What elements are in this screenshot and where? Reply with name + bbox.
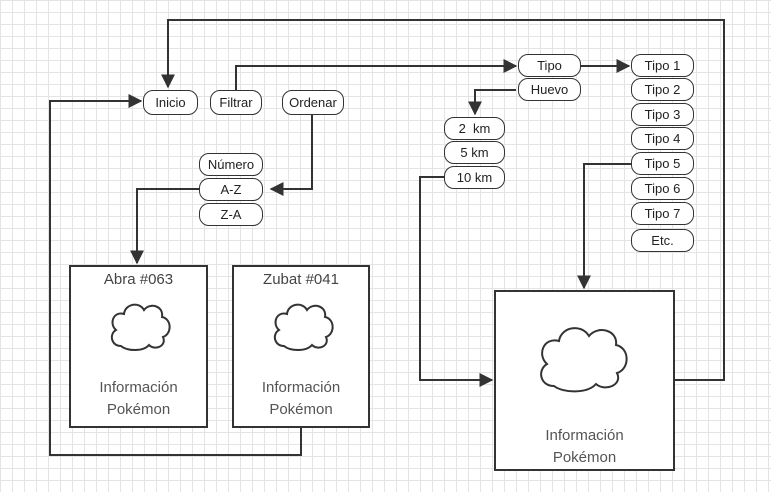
pokemon-card-info: Información Pokémon [234, 377, 368, 421]
type-option[interactable]: Tipo 3 [631, 103, 694, 126]
pokemon-card-title: Abra #063 [103, 271, 174, 288]
arrow-filtrar-to-tipo [235, 59, 518, 90]
ordenar-button[interactable]: Ordenar [282, 90, 344, 115]
detail-info-line1: Información [545, 427, 624, 444]
pokemon-card-title: Zubat #041 [263, 271, 339, 288]
sort-numero-option[interactable]: Número [199, 153, 263, 176]
arrow-huevo-to-distances [468, 89, 516, 116]
type-option[interactable]: Tipo 4 [631, 127, 694, 150]
distance-option[interactable]: 5 km [444, 141, 505, 164]
card-info-line1: Información [99, 379, 178, 396]
detail-info-line2: Pokémon [552, 449, 617, 466]
arrow-sort-to-cards [130, 188, 199, 265]
card-info-line2: Pokémon [106, 401, 171, 418]
type-option[interactable]: Etc. [631, 229, 694, 252]
pokemon-card-info: Información Pokémon [71, 377, 206, 421]
distance-option[interactable]: 2 km [444, 117, 505, 140]
cloud-icon [540, 327, 628, 393]
arrow-type-to-detail [577, 163, 631, 290]
type-option[interactable]: Tipo 2 [631, 78, 694, 101]
arrow-distance-to-detail [419, 176, 494, 387]
inicio-button[interactable]: Inicio [143, 90, 198, 115]
arrow-ordenar-to-sort [269, 115, 313, 196]
pokemon-card[interactable]: Abra #063 Información Pokémon [69, 265, 208, 428]
cloud-icon [110, 303, 171, 351]
detail-info: Información Pokémon [496, 425, 673, 469]
type-option[interactable]: Tipo 6 [631, 177, 694, 200]
filtrar-button[interactable]: Filtrar [210, 90, 262, 115]
arrow-cards-to-inicio [49, 94, 302, 456]
filter-tipo-button[interactable]: Tipo [518, 54, 581, 77]
distance-option[interactable]: 10 km [444, 166, 505, 189]
arrow-detail-to-inicio [161, 19, 725, 381]
card-info-line2: Pokémon [269, 401, 333, 418]
sort-az-option[interactable]: A-Z [199, 178, 263, 201]
sort-za-option[interactable]: Z-A [199, 203, 263, 226]
filter-huevo-button[interactable]: Huevo [518, 78, 581, 101]
type-option[interactable]: Tipo 1 [631, 54, 694, 77]
pokemon-card[interactable]: Zubat #041 Información Pokémon [232, 265, 370, 428]
cloud-icon [273, 303, 334, 351]
type-option[interactable]: Tipo 5 [631, 152, 694, 175]
card-info-line1: Información [261, 379, 341, 396]
pokemon-detail-panel: Información Pokémon [494, 290, 675, 471]
type-option[interactable]: Tipo 7 [631, 202, 694, 225]
